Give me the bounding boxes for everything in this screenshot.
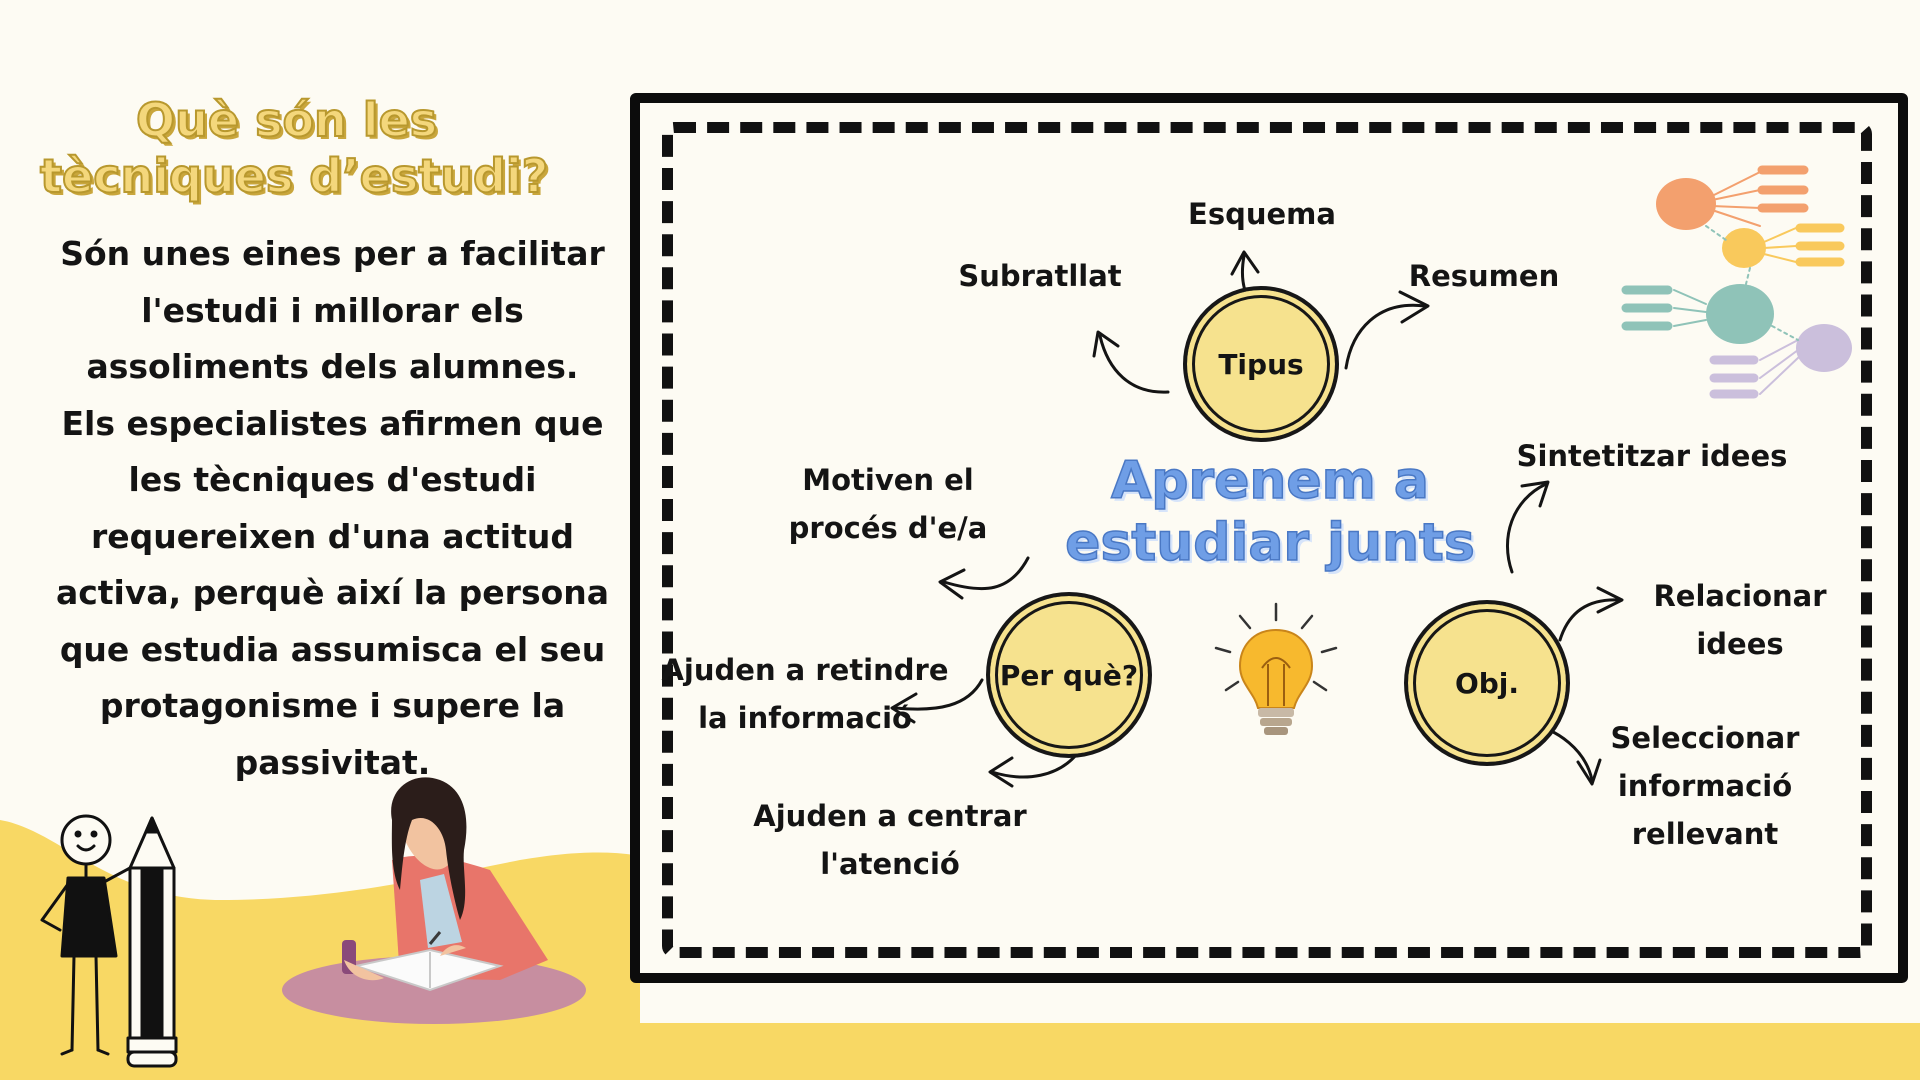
center-title: Aprenem a estudiar junts: [1060, 450, 1480, 574]
title-line-2: tècniques d’estudi?: [39, 148, 549, 204]
node-tipus-label: Tipus: [1218, 347, 1304, 381]
arrow-resumen: [1344, 303, 1427, 370]
label-resumen: Resumen: [1408, 259, 1560, 293]
arrow-relacionar: [1558, 598, 1622, 642]
node-tipus: Tipus: [1183, 286, 1339, 442]
label-seleccionar-line-1: Seleccionar: [1610, 721, 1800, 755]
label-seleccionar-line-2: informació: [1617, 769, 1793, 803]
label-motiven-line-2: procés d'e/a: [788, 511, 988, 545]
title-line-1: Què són les: [135, 92, 438, 148]
node-per-que: Per què?: [986, 592, 1152, 758]
center-title-line-1: Aprenem a: [1110, 450, 1430, 512]
description-text: Són unes eines per a facilitar l'estudi …: [55, 234, 610, 782]
label-retindre: Ajuden a retindre la informació: [660, 646, 950, 742]
label-seleccionar-line-3: rellevant: [1631, 817, 1779, 851]
label-sintetitzar: Sintetitzar idees: [1516, 439, 1788, 473]
arrow-centrar: [990, 748, 1082, 779]
arrow-retindre: [894, 678, 984, 711]
label-centrar: Ajuden a centrar l'atenció: [745, 792, 1035, 888]
arrow-subratllat: [1098, 334, 1170, 394]
arrow-motiven: [942, 556, 1030, 591]
label-esquema: Esquema: [1188, 197, 1336, 231]
label-centrar-line-1: Ajuden a centrar: [753, 799, 1027, 833]
page-title: Què són les tècniques d’estudi?: [39, 92, 600, 204]
dashed-border: [662, 122, 1872, 958]
node-per-que-label: Per què?: [999, 658, 1139, 692]
label-motiven: Motiven el procés d'e/a: [768, 456, 1008, 552]
label-relacionar-line-2: idees: [1696, 627, 1784, 661]
mind-map-card: [630, 93, 1908, 983]
label-retindre-line-1: Ajuden a retindre: [661, 653, 949, 687]
label-centrar-line-2: l'atenció: [820, 847, 960, 881]
label-seleccionar: Seleccionar informació rellevant: [1590, 714, 1820, 858]
node-obj-label: Obj.: [1454, 666, 1520, 700]
node-obj: Obj.: [1404, 600, 1570, 766]
label-subratllat: Subratllat: [958, 259, 1122, 293]
label-retindre-line-2: la informació: [698, 701, 912, 735]
label-relacionar-line-1: Relacionar: [1653, 579, 1827, 613]
card-base: [640, 983, 1920, 1023]
label-motiven-line-1: Motiven el: [802, 463, 974, 497]
center-title-line-2: estudiar junts: [1064, 512, 1475, 574]
arrow-sintetitzar: [1505, 482, 1548, 574]
label-relacionar: Relacionar idees: [1620, 572, 1860, 668]
